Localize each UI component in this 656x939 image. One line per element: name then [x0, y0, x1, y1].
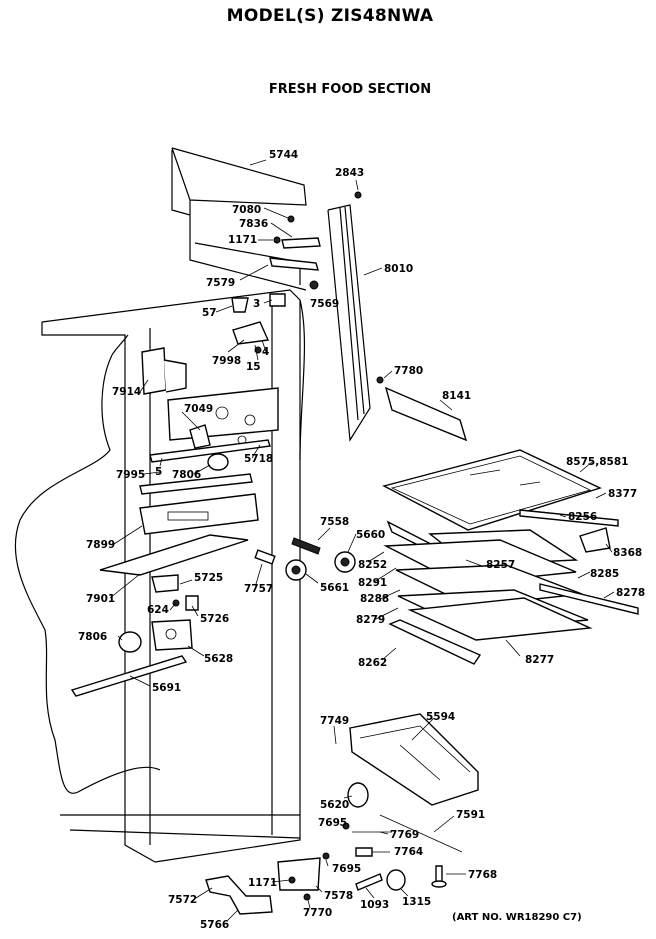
part-label: 7749 — [320, 715, 349, 727]
part-label: 3 — [253, 298, 260, 310]
part-label: 5691 — [152, 682, 181, 694]
part-label: 5628 — [204, 653, 233, 665]
lower-light-assembly — [205, 713, 479, 915]
part-label: 8288 — [360, 593, 389, 605]
part-label: 7998 — [212, 355, 241, 367]
part-label: 7695 — [318, 817, 347, 829]
cabinet-shell — [14, 147, 307, 863]
part-label: 15 — [246, 361, 261, 373]
part-label: 5620 — [320, 799, 349, 811]
part-labels: 5744 2843 7080 7836 1171 8010 7579 7569 … — [78, 149, 645, 931]
part-label: 8277 — [525, 654, 554, 666]
part-label: 5 — [155, 466, 162, 478]
part-label: 7806 — [172, 469, 201, 481]
part-label: 2843 — [335, 167, 364, 179]
part-label: 7569 — [310, 298, 339, 310]
upper-hinge-parts — [231, 191, 362, 354]
part-label: 8257 — [486, 559, 515, 571]
model-title: MODEL(S) ZIS48NWA — [226, 6, 434, 26]
part-label: 7836 — [239, 218, 268, 230]
trim-strip-8010 — [327, 204, 371, 442]
part-label: 5594 — [426, 711, 455, 723]
art-number: (ART NO. WR18290 C7) — [452, 912, 582, 923]
part-label: 8279 — [356, 614, 385, 626]
part-label: 624 — [147, 604, 169, 616]
part-label: 8252 — [358, 559, 387, 571]
part-label: 7591 — [456, 809, 485, 821]
part-label: 7695 — [332, 863, 361, 875]
part-label: 7572 — [168, 894, 197, 906]
part-label: 8291 — [358, 577, 387, 589]
part-label: 1315 — [402, 896, 431, 908]
part-label: 7558 — [320, 516, 349, 528]
part-label: 8285 — [590, 568, 619, 580]
part-label: 7578 — [324, 890, 353, 902]
part-label: 5726 — [200, 613, 229, 625]
part-label: 5661 — [320, 582, 349, 594]
part-label: 8010 — [384, 263, 413, 275]
part-label: 5744 — [269, 149, 298, 161]
part-label: 1171 — [248, 877, 277, 889]
part-label: 8262 — [358, 657, 387, 669]
part-label: 7995 — [116, 469, 145, 481]
center-small-parts — [254, 537, 356, 581]
part-label: 7780 — [394, 365, 423, 377]
part-label: 8368 — [613, 547, 642, 559]
part-label: 8575,8581 — [566, 456, 628, 468]
part-label: 5766 — [200, 919, 229, 931]
part-label: 7080 — [232, 204, 261, 216]
part-label: 7049 — [184, 403, 213, 415]
part-label: 7899 — [86, 539, 115, 551]
part-label: 7579 — [206, 277, 235, 289]
part-label: 7757 — [244, 583, 273, 595]
part-label: 7770 — [303, 907, 332, 919]
part-label: 7806 — [78, 631, 107, 643]
section-title: FRESH FOOD SECTION — [268, 82, 432, 97]
part-label: 5725 — [194, 572, 223, 584]
part-label: 7914 — [112, 386, 141, 398]
shelf-assembly — [376, 376, 639, 665]
part-label: 7769 — [390, 829, 419, 841]
part-label: 7768 — [468, 869, 497, 881]
part-label: 8377 — [608, 488, 637, 500]
part-label: 4 — [262, 346, 269, 358]
part-label: 1171 — [228, 234, 257, 246]
control-components — [70, 347, 279, 697]
part-label: 7764 — [394, 846, 423, 858]
part-label: 1093 — [360, 899, 389, 911]
part-label: 8141 — [442, 390, 471, 402]
part-label: 7901 — [86, 593, 115, 605]
part-label: 5718 — [244, 453, 273, 465]
part-label: 5660 — [356, 529, 385, 541]
part-label: 8278 — [616, 587, 645, 599]
part-label: 57 — [202, 307, 217, 319]
part-label: 8256 — [568, 511, 597, 523]
leader-lines — [109, 159, 615, 921]
